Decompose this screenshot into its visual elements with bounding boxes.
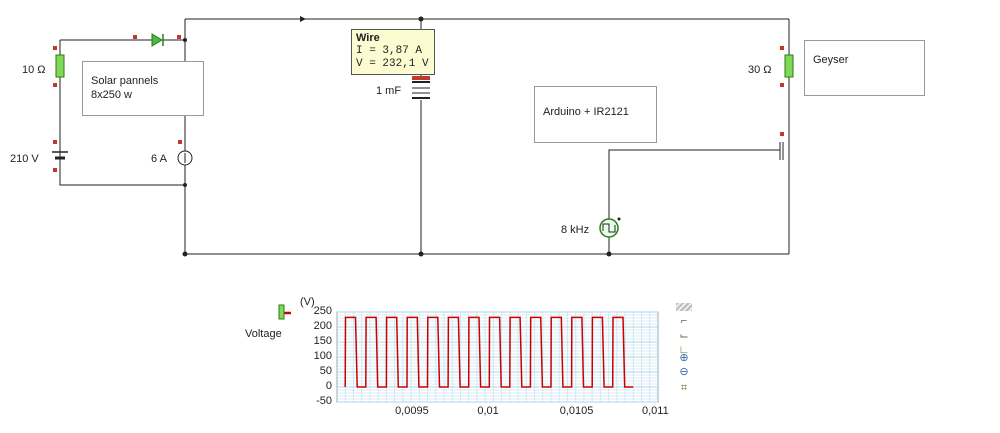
zoom-out-icon[interactable]: ⊖ <box>679 366 689 378</box>
crop-icon[interactable]: ⌗ <box>680 382 688 394</box>
battery-icon[interactable] <box>52 140 68 172</box>
tooltip-title: Wire <box>356 32 380 44</box>
arduino-box-label: Arduino + IR2121 <box>543 106 629 118</box>
wire-gate <box>608 149 780 254</box>
grid-icon[interactable] <box>676 303 692 311</box>
diode-icon[interactable] <box>133 33 181 47</box>
solar-box-line2: 8x250 w <box>91 89 132 101</box>
y-tick-label: 50 <box>319 365 332 377</box>
battery-label: 210 V <box>10 153 39 165</box>
wire-tooltip: Wire I = 3,87 A V = 232,1 V <box>351 29 435 75</box>
y-axis-unit: (V) <box>300 296 315 308</box>
resistor-left-icon[interactable] <box>53 46 65 87</box>
x-tick-label: 0,011 <box>642 405 669 417</box>
y-tick-label: 200 <box>313 320 332 332</box>
fit-x-icon[interactable]: ∟ <box>678 344 690 356</box>
mosfet-icon[interactable] <box>779 132 784 160</box>
scope-plot[interactable] <box>278 304 659 403</box>
y-tick-label: 100 <box>313 350 332 362</box>
y-tick-label: 150 <box>313 335 332 347</box>
current-arrow-icon <box>300 16 306 22</box>
wires <box>59 18 790 255</box>
junctions <box>182 16 612 257</box>
solar-panels-box[interactable]: Solar pannels 8x250 w <box>82 61 204 116</box>
zoom-in-icon[interactable]: ⊕ <box>679 352 689 364</box>
tooltip-current: I = 3,87 A <box>356 45 423 57</box>
series-voltage-line <box>344 316 634 388</box>
resistor-right-label: 30 Ω <box>748 64 772 76</box>
wire-solar-loop <box>59 40 185 186</box>
current-source-icon[interactable] <box>177 140 193 166</box>
current-source-label: 6 A <box>151 153 167 165</box>
fit-xy-icon[interactable]: ⌙ <box>679 330 689 342</box>
probe-icon <box>278 304 285 320</box>
resistor-left-label: 10 Ω <box>22 64 46 76</box>
x-tick-label: 0,0105 <box>559 405 594 417</box>
y-tick-label: 0 <box>325 380 332 392</box>
fit-y-icon[interactable]: ⌐ <box>680 315 688 327</box>
signal-source-label: 8 kHz <box>561 224 590 236</box>
capacitor-icon[interactable] <box>412 76 430 99</box>
solar-box-line1: Solar pannels <box>91 75 159 87</box>
arduino-box[interactable]: Arduino + IR2121 <box>534 86 657 143</box>
x-tick-label: 0,0095 <box>395 405 429 417</box>
y-tick-label: 250 <box>313 305 332 317</box>
tooltip-voltage: V = 232,1 V <box>356 58 429 70</box>
x-tick-label: 0,01 <box>477 405 499 417</box>
signal-source-icon[interactable] <box>599 217 621 238</box>
legend-label: Voltage <box>245 328 282 340</box>
y-tick-label: -50 <box>316 395 332 407</box>
geyser-box[interactable]: Geyser <box>804 40 925 96</box>
geyser-box-label: Geyser <box>813 54 849 66</box>
resistor-right-icon[interactable] <box>780 46 794 87</box>
capacitor-label: 1 mF <box>376 85 402 97</box>
